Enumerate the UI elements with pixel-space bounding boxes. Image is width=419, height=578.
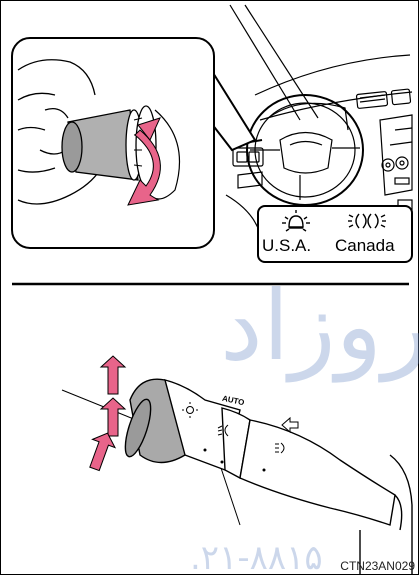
label-canada: Canada: [335, 236, 395, 256]
side-lights-icon: [348, 214, 386, 228]
market-labels-box: U.S.A. Canada: [257, 205, 413, 263]
figure-code: CTN23AN029: [340, 559, 415, 573]
watermark-top: دروزاد: [220, 270, 419, 382]
label-usa: U.S.A.: [262, 236, 311, 256]
watermark-bottom: .۲۱-۸۸۱۵: [190, 538, 323, 578]
light-bulb-icon: [282, 210, 310, 231]
turn-arrows-icon: [83, 356, 125, 473]
headlamp-symbol-icons: [259, 207, 411, 235]
